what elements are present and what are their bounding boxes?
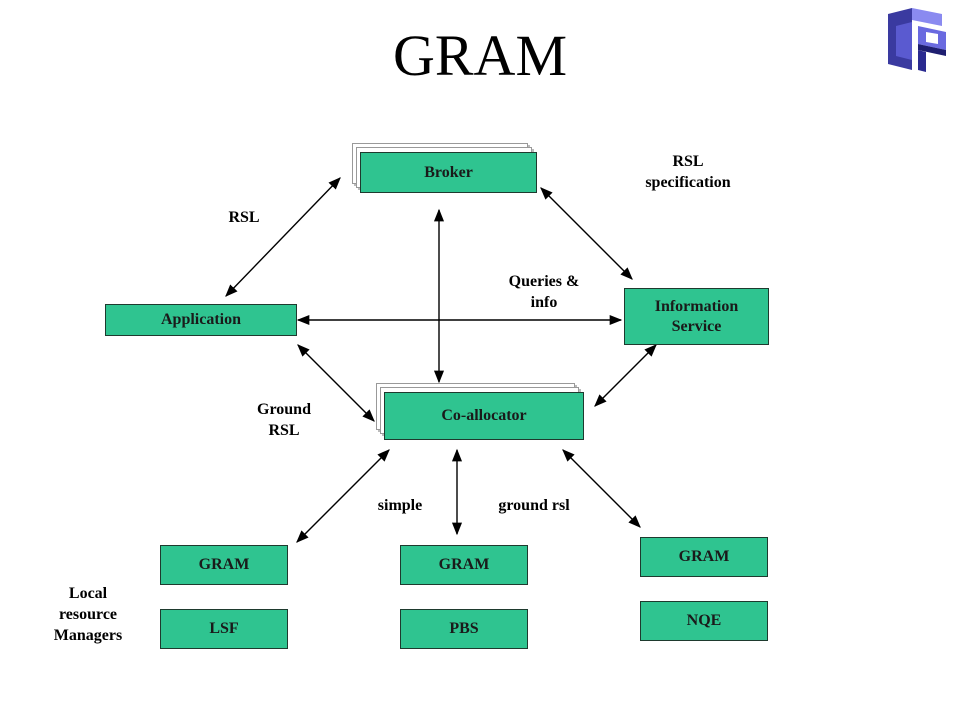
ground-rsl-label: Ground RSL <box>257 401 311 439</box>
application-box: Application <box>105 304 297 336</box>
nqe-box: NQE <box>640 601 768 641</box>
gp-cube-logo-icon <box>888 8 946 72</box>
gram-box-right: GRAM <box>640 537 768 577</box>
broker-label: Broker <box>424 163 473 181</box>
pbs-label: PBS <box>449 620 479 637</box>
pbs-box: PBS <box>400 609 528 649</box>
queries-info-label: Queries & info <box>508 273 580 311</box>
rsl-label: RSL <box>228 209 260 226</box>
co-allocator-box: Co-allocator <box>384 392 584 440</box>
gram-box-left: GRAM <box>160 545 288 585</box>
lsf-box: LSF <box>160 609 288 649</box>
gram-label: GRAM <box>678 548 730 565</box>
information-service-label: Information Service <box>654 297 739 335</box>
nqe-label: NQE <box>686 612 722 629</box>
arrow-broker-application <box>225 177 341 297</box>
page-title: GRAM <box>392 23 568 88</box>
arrow-application-co-allocator <box>297 344 375 422</box>
gram-label: GRAM <box>198 556 250 573</box>
rsl-specification-label: RSL specification <box>645 153 731 191</box>
simple-label: simple <box>377 497 423 514</box>
arrow-co-allocator-gram-left <box>296 449 390 543</box>
application-label: Application <box>160 311 241 328</box>
broker-box: Broker <box>360 152 537 193</box>
local-resource-managers-label: Local resource Managers <box>53 585 123 644</box>
co-allocator-label: Co-allocator <box>441 407 527 424</box>
gram-box-middle: GRAM <box>400 545 528 585</box>
information-service-box: Information Service <box>624 288 769 345</box>
gram-label: GRAM <box>438 556 490 573</box>
ground-rsl-lower-label: ground rsl <box>498 497 570 514</box>
arrow-co-allocator-gram-right <box>562 449 641 528</box>
lsf-label: LSF <box>209 620 239 637</box>
arrow-broker-information-service <box>540 187 633 280</box>
arrow-information-service-co-allocator <box>594 344 657 407</box>
